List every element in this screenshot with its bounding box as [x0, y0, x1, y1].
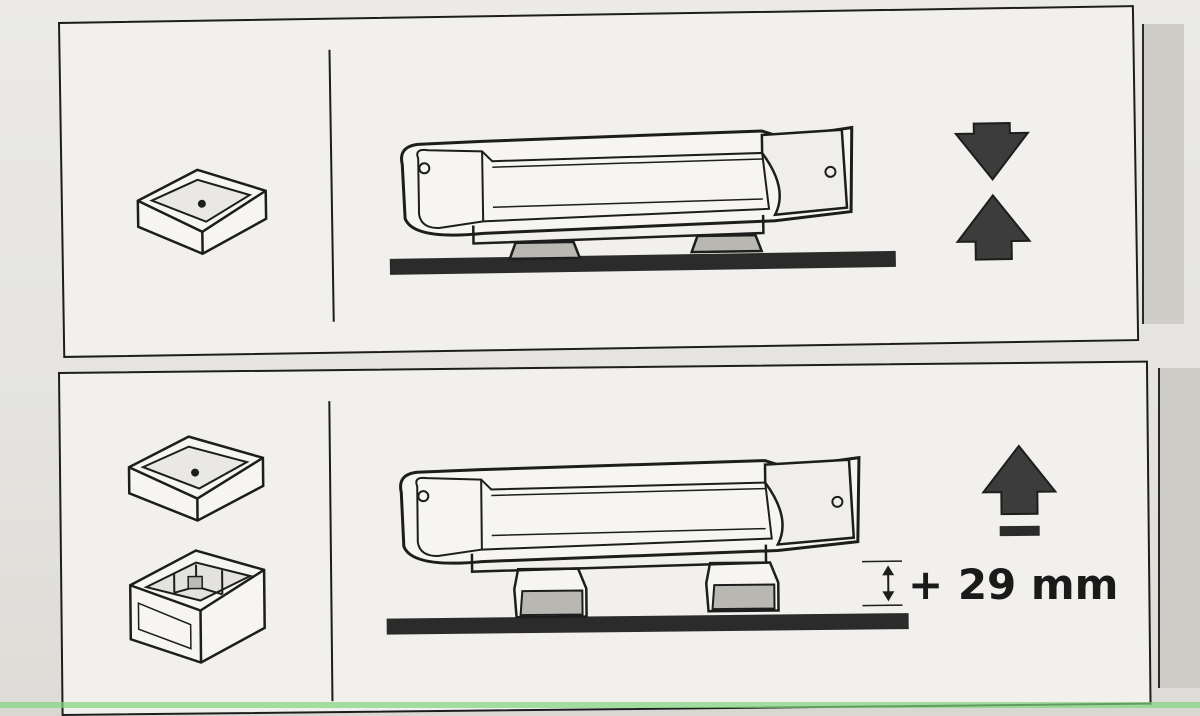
single-pad-icon — [136, 168, 268, 256]
ski-carrier — [399, 455, 861, 573]
press-down-arrows-icon — [953, 122, 1032, 261]
height-increase-label: + 29 mm — [908, 560, 1119, 609]
mount-pad — [689, 233, 764, 254]
mount-pad — [507, 240, 582, 261]
step-illustration — [136, 122, 1032, 275]
raise-up-arrow-icon — [981, 444, 1058, 537]
step-panel-standard — [58, 5, 1140, 358]
step-panel-raised — [58, 360, 1152, 716]
stacked-pad-icon — [127, 435, 266, 664]
roof-bar — [386, 613, 909, 635]
height-dimension-icon — [862, 560, 903, 607]
page-edge-strip — [1142, 24, 1184, 324]
ski-carrier — [400, 125, 854, 245]
roof-bar — [389, 250, 896, 275]
mount-pad — [513, 567, 588, 619]
mount-pad — [704, 561, 780, 613]
page-edge-strip — [1158, 368, 1200, 688]
photo-edge — [0, 702, 1200, 708]
step-illustration — [127, 435, 1058, 664]
